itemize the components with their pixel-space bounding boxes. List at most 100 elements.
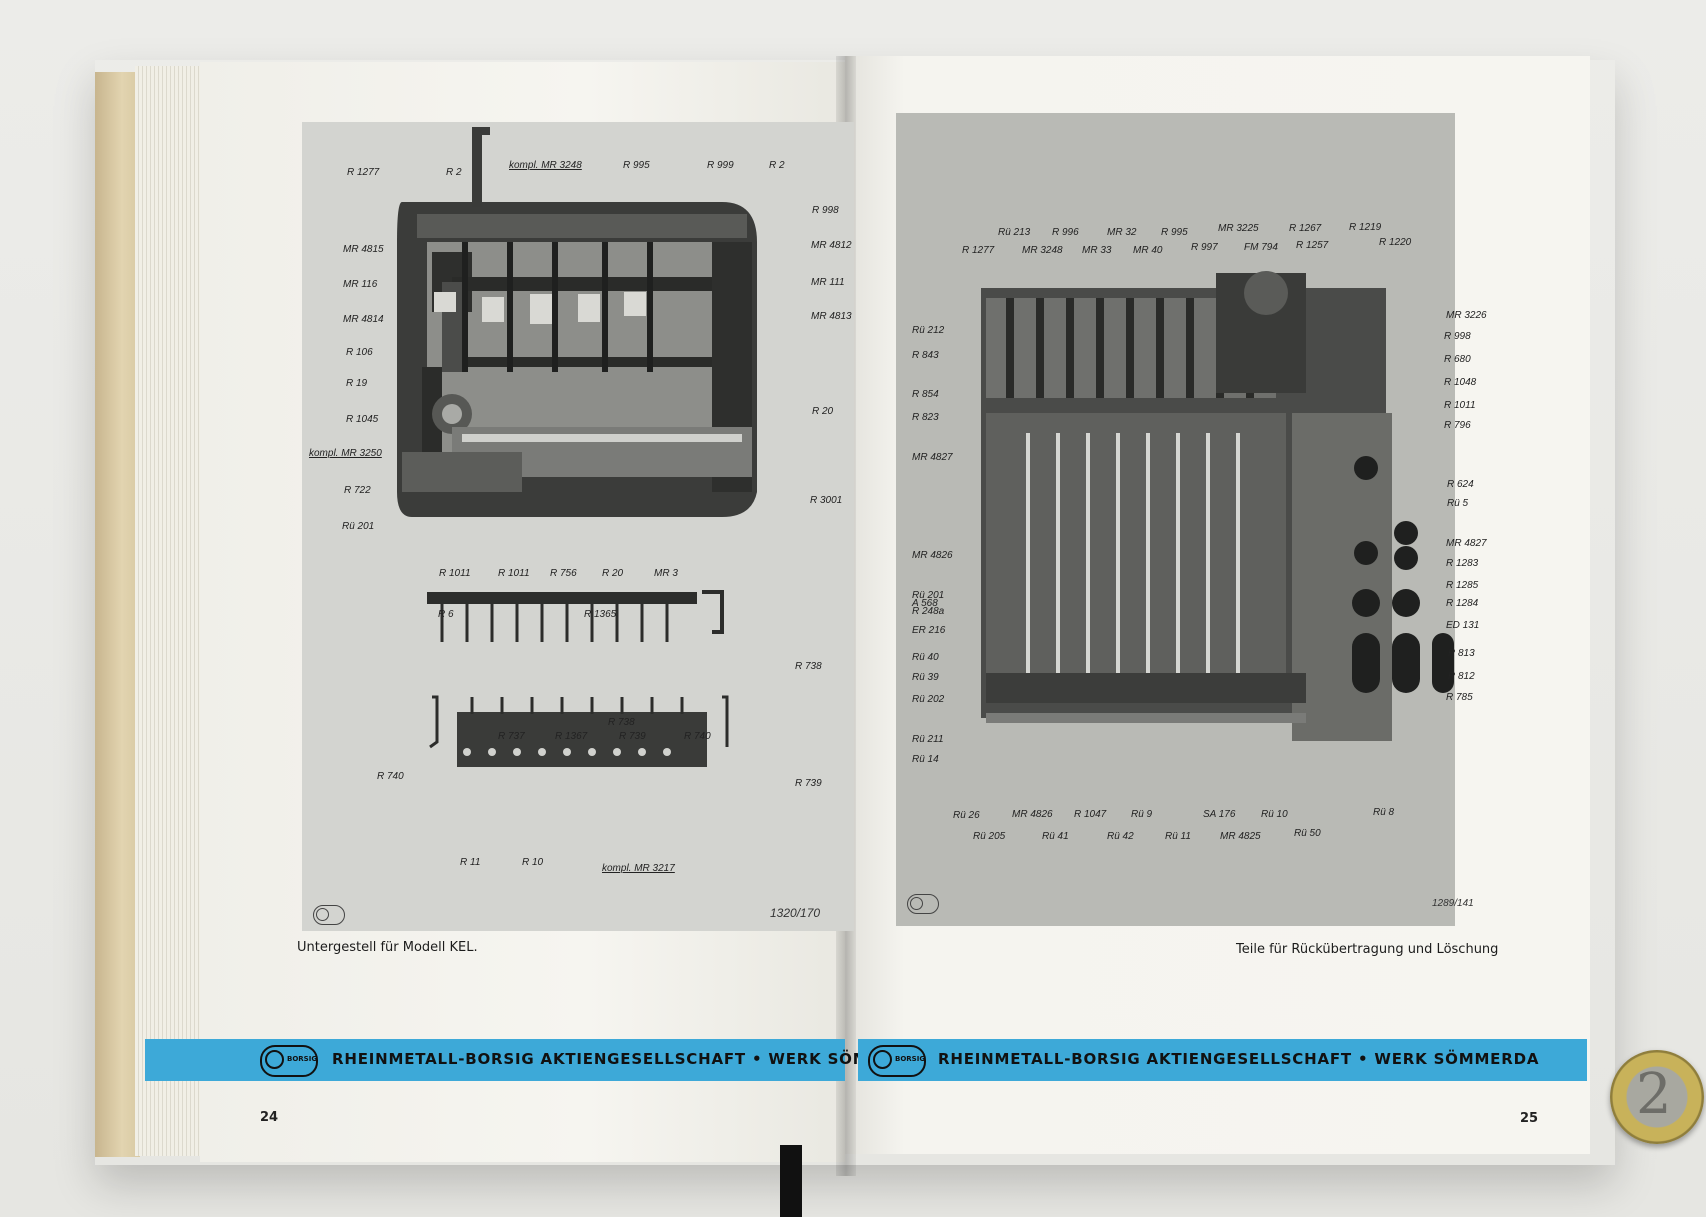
right-part-label: R 1267 (1289, 223, 1322, 234)
right-part-label: Rü 5 (1447, 498, 1469, 509)
right-part-label: R 1047 (1074, 809, 1107, 820)
right-page-number: 25 (1520, 1111, 1539, 1126)
right-part-label: MR 32 (1107, 227, 1137, 238)
left-part-label: R 739 (795, 778, 822, 789)
right-part-label: MR 4826 (912, 550, 953, 561)
right-part-label: ER 216 (912, 625, 946, 636)
left-part-label: R 740 (684, 731, 711, 742)
left-footer-band: BORSIG RHEINMETALL-BORSIG AKTIENGESELLSC… (145, 1039, 920, 1081)
right-figure-photo (896, 113, 1455, 926)
left-part-label: R 1365 (584, 609, 617, 620)
left-part-label: R 738 (608, 717, 635, 728)
right-part-label: R 796 (1444, 420, 1471, 431)
right-part-label: Rü 40 (912, 652, 939, 663)
undercarriage-illustration (397, 127, 757, 767)
coin-digit: 2 (1636, 1062, 1672, 1127)
right-part-label: Rü 201 (912, 590, 945, 601)
left-part-label: kompl. MR 3250 (309, 448, 382, 459)
left-part-label: MR 3 (654, 568, 678, 579)
right-part-label: R 823 (912, 412, 939, 423)
right-photo-number: 1289/141 (1432, 898, 1474, 909)
left-part-label: MR 4814 (343, 314, 384, 325)
left-part-label: R 2 (769, 160, 785, 171)
right-part-label: FM 794 (1244, 242, 1278, 253)
left-part-label: R 3001 (810, 495, 843, 506)
right-part-label: R 1283 (1446, 558, 1479, 569)
right-part-label: Rü 10 (1261, 809, 1288, 820)
right-part-label: R 1011 (1444, 400, 1476, 411)
left-part-label: R 10 (522, 857, 544, 868)
rheinmetall-borsig-logo: BORSIG (260, 1045, 318, 1077)
left-part-label: kompl. MR 3217 (602, 863, 675, 874)
left-part-label: R 20 (602, 568, 624, 579)
right-part-label: R 248a (912, 606, 945, 617)
right-part-label: R 812 (1448, 671, 1475, 682)
right-footer-band: BORSIG RHEINMETALL-BORSIG AKTIENGESELLSC… (858, 1039, 1587, 1081)
right-part-label: Rü 8 (1373, 807, 1395, 818)
left-part-label: R 999 (707, 160, 734, 171)
left-page-number: 24 (260, 1110, 279, 1125)
left-part-label: R 1011 (439, 568, 471, 579)
right-part-label: MR 4826 (1012, 809, 1053, 820)
left-part-label: R 756 (550, 568, 577, 579)
left-part-label: R 6 (438, 609, 454, 620)
right-part-label: MR 4827 (1446, 538, 1487, 549)
right-part-label: Rü 41 (1042, 831, 1069, 842)
right-part-label: Rü 211 (912, 734, 944, 745)
book-cover-edge (95, 72, 140, 1157)
right-caption: Teile für Rückübertragung und Löschung (1236, 942, 1499, 957)
right-part-label: Rü 11 (1165, 831, 1191, 842)
right-part-label: R 1048 (1444, 377, 1477, 388)
right-part-label: R 1277 (962, 245, 995, 256)
right-band-text: RHEINMETALL-BORSIG AKTIENGESELLSCHAFT • … (938, 1050, 1540, 1068)
rheinmetall-borsig-logo: BORSIG (868, 1045, 926, 1077)
right-part-label: MR 3226 (1446, 310, 1487, 321)
right-part-label: R 995 (1161, 227, 1188, 238)
right-part-label: MR 4825 (1220, 831, 1261, 842)
right-part-label: Rü 14 (912, 754, 939, 765)
right-part-label: R 813 (1448, 648, 1475, 659)
right-part-label: R 1219 (1349, 222, 1382, 233)
left-part-label: R 2 (446, 167, 462, 178)
left-part-label: R 19 (346, 378, 368, 389)
left-figure-photo (302, 122, 854, 931)
left-part-label: R 11 (460, 857, 481, 868)
right-part-label: Rü 212 (912, 325, 945, 336)
right-part-label: R 1220 (1379, 237, 1412, 248)
left-part-label: R 1045 (346, 414, 379, 425)
right-part-label: SA 176 (1203, 809, 1236, 820)
left-part-label: R 20 (812, 406, 834, 417)
left-part-label: kompl. MR 3248 (509, 160, 582, 171)
left-part-label: R 998 (812, 205, 839, 216)
right-part-label: Rü 26 (953, 810, 980, 821)
left-caption: Untergestell für Modell KEL. (297, 940, 478, 955)
right-part-label: R 996 (1052, 227, 1079, 238)
left-part-label: R 737 (498, 731, 525, 742)
left-part-label: R 995 (623, 160, 650, 171)
page-stack (135, 66, 210, 1156)
left-part-label: R 1011 (498, 568, 530, 579)
left-part-label: R 739 (619, 731, 646, 742)
left-part-label: MR 116 (343, 279, 378, 290)
right-part-label: ED 131 (1446, 620, 1480, 631)
reset-mechanism-illustration (981, 271, 1454, 741)
right-part-label: MR 40 (1133, 245, 1163, 256)
right-part-label: Rü 205 (973, 831, 1006, 842)
left-photo-logo (313, 905, 345, 925)
right-part-label: Rü 213 (998, 227, 1031, 238)
right-part-label: R 998 (1444, 331, 1471, 342)
right-part-label: R 1284 (1446, 598, 1479, 609)
right-part-label: Rü 9 (1131, 809, 1153, 820)
right-part-label: R 624 (1447, 479, 1474, 490)
left-part-label: R 740 (377, 771, 404, 782)
right-part-label: MR 4827 (912, 452, 953, 463)
left-photo-number: 1320/170 (770, 906, 821, 920)
left-part-label: R 1277 (347, 167, 380, 178)
right-part-label: R 997 (1191, 242, 1218, 253)
right-part-label: MR 3225 (1218, 223, 1259, 234)
right-part-label: Rü 39 (912, 672, 939, 683)
left-part-label: MR 4812 (811, 240, 852, 251)
right-part-label: R 843 (912, 350, 939, 361)
right-photo-logo (907, 894, 939, 914)
left-part-label: MR 4813 (811, 311, 852, 322)
